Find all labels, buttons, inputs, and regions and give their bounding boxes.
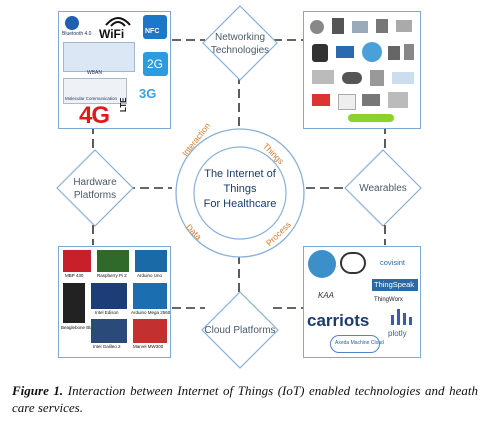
wearable-device-5 [396, 20, 412, 32]
center-title-line1: The Internet of [204, 168, 276, 180]
wearable-device-17 [362, 94, 380, 106]
hardware-node-label: Hardware Platforms [50, 176, 140, 202]
hardware-label-line2: Platforms [73, 190, 117, 201]
wifi-icon [105, 17, 131, 27]
wearable-device-13 [370, 70, 384, 86]
wearable-device-7 [336, 46, 354, 58]
thingworx-label: ThingWorx [374, 297, 403, 303]
wearable-device-1 [310, 20, 324, 34]
hardware-platforms-panel: MBP 430 Raspberry Pi 2 Arduino Uno Beagl… [58, 246, 171, 358]
figure-caption: Figure 1. Interaction between Internet o… [12, 382, 478, 416]
intel-edison-board [91, 283, 127, 309]
networking-label-line1: Networking [214, 32, 266, 43]
arduino-uno-board [135, 250, 167, 272]
raspberry-pi-board [97, 250, 129, 272]
4g-label: 4G [79, 102, 110, 129]
covisint-label: covisint [380, 258, 406, 267]
cloud-plus-logo [340, 252, 366, 274]
msp430-label: MBP 430 [65, 273, 84, 278]
nfc-badge: NFC [143, 15, 167, 39]
marvel-label: Marvel MW300 [133, 344, 164, 349]
2g-label: 2G [147, 57, 164, 71]
figure-number: Figure 1. [12, 383, 64, 398]
intel-galileo-board [91, 319, 127, 343]
wearables-label: Wearables [359, 183, 407, 194]
wearable-device-8 [362, 42, 382, 62]
plotly-label: plotly [388, 329, 407, 338]
wearable-device-12 [342, 72, 362, 84]
wearable-device-6 [312, 44, 328, 62]
lte-label: LTE [119, 97, 128, 112]
wearables-node-shape [344, 149, 422, 227]
networking-node-shape [202, 5, 278, 81]
h3-logo [308, 250, 336, 278]
cloud-platforms-panel: covisint ThingSpeak KAA ThingWorx carrio… [303, 246, 421, 358]
cloud-node-label: Cloud Platforms [190, 324, 290, 337]
hardware-label-line1: Hardware [73, 177, 117, 188]
wearables-node-label: Wearables [338, 182, 428, 195]
bluetooth-icon [65, 16, 79, 30]
wearable-device-19 [348, 114, 394, 122]
molecular-label: Molecular Communication [65, 96, 118, 101]
wban-image [63, 42, 135, 72]
arduino-mega-label: Arduino Mega 2560 [131, 310, 171, 315]
hardware-node-shape [56, 149, 134, 227]
nfc-label: NFC [145, 28, 160, 35]
plotly-icon [391, 309, 412, 325]
center-title: The Internet of Things For Healthcare [184, 167, 296, 212]
beaglebone-label: Beaglebone Black [61, 325, 98, 330]
2g-badge: 2G [143, 52, 168, 76]
wearable-device-18 [388, 92, 408, 108]
arduino-uno-label: Arduino Uno [137, 273, 163, 278]
wifi-label: WiFi [99, 27, 125, 41]
wearable-device-15 [312, 94, 330, 106]
wearable-device-16 [338, 94, 356, 110]
raspberry-pi-label: Raspberry Pi 2 [97, 273, 127, 278]
3g-label: 3G [139, 86, 157, 101]
wearables-devices-panel [303, 11, 421, 129]
figure-caption-text: Interaction between Internet of Things (… [12, 383, 479, 415]
wearable-device-2 [332, 18, 344, 34]
kaa-label: KAA [318, 291, 335, 300]
center-title-line2: Things [223, 183, 257, 195]
thingspeak-logo: ThingSpeak [372, 279, 418, 291]
wearable-device-4 [376, 19, 388, 33]
arduino-mega-board [133, 283, 167, 309]
networking-node-label: Networking Technologies [196, 31, 284, 57]
bluetooth-label: Bluetooth 4.0 [62, 31, 92, 37]
wearable-device-10 [404, 44, 414, 60]
wearable-device-14 [392, 72, 414, 84]
marvel-board [133, 319, 167, 343]
center-title-line3: For Healthcare [203, 198, 277, 210]
cloud-node-shape [201, 291, 279, 369]
intel-edison-label: Intel Edison [95, 310, 119, 315]
axeda-label: Axeda Machine Cloud [335, 340, 384, 346]
thingspeak-label: ThingSpeak [374, 280, 415, 289]
networking-label-line2: Technologies [210, 45, 270, 56]
msp430-board [63, 250, 91, 272]
networking-technologies-panel: Bluetooth 4.0 WiFi NFC WBAN 2G Molecular… [58, 11, 171, 129]
wban-label: WBAN [87, 70, 102, 76]
center-circle [175, 128, 305, 258]
carriots-label: carriots [307, 311, 370, 330]
intel-galileo-label: Intel Galileo 2 [93, 344, 121, 349]
wearable-device-9 [388, 46, 400, 60]
wearable-device-11 [312, 70, 334, 84]
axeda-logo: Axeda Machine Cloud [330, 335, 384, 353]
beaglebone-board [63, 283, 85, 323]
wearables-image-grid [308, 16, 418, 124]
molecular-communication-image [63, 78, 127, 104]
wearable-device-3 [352, 21, 368, 33]
cloud-label: Cloud Platforms [204, 325, 276, 336]
